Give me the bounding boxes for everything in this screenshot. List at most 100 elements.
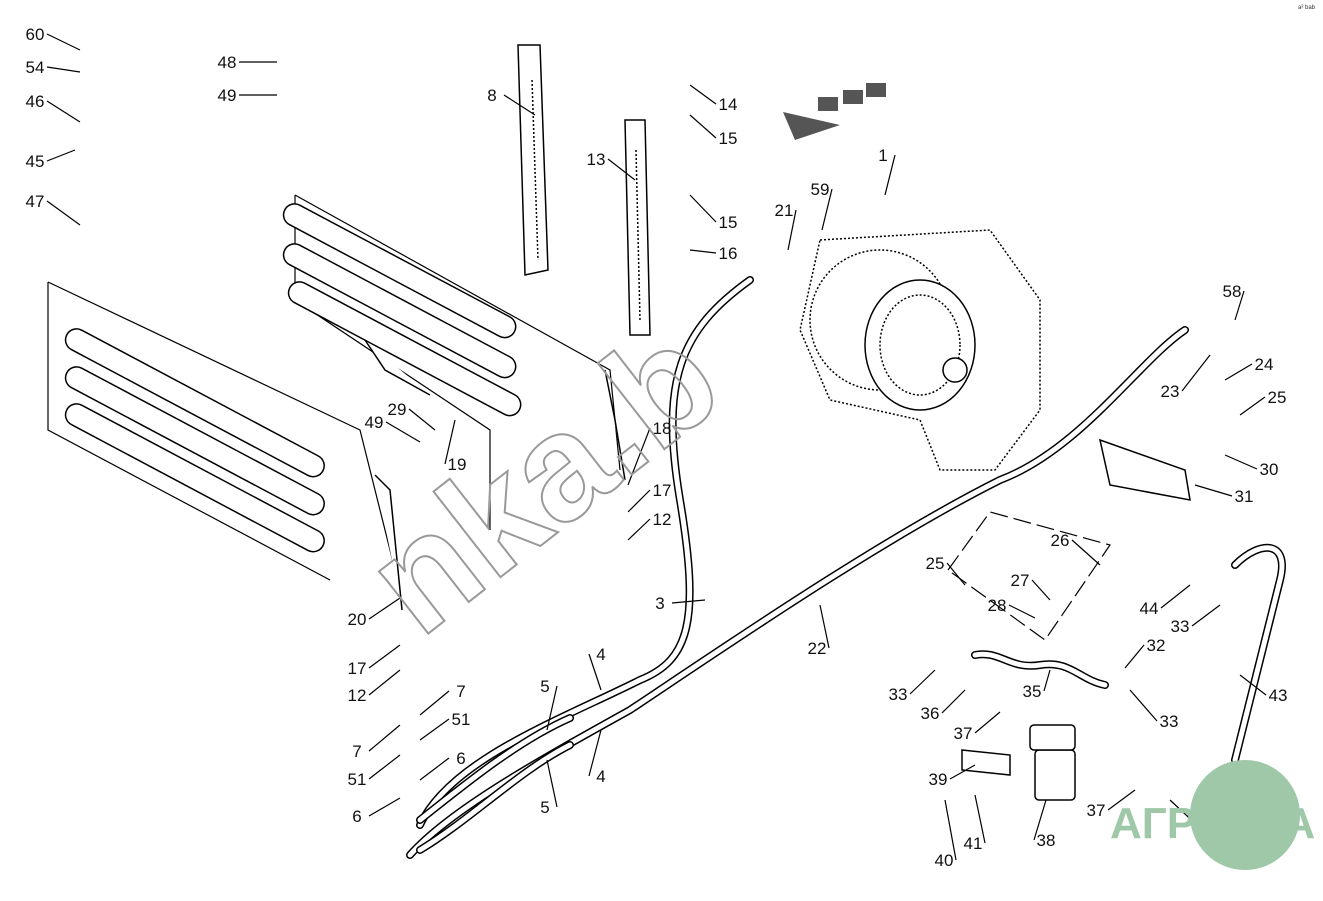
callout-label: 58: [1223, 282, 1242, 301]
callout-label: 30: [1260, 460, 1279, 479]
callout-label: 13: [587, 150, 606, 169]
leader-line: [368, 644, 401, 669]
callout-label: 29: [388, 400, 407, 419]
radiator-front: [47, 281, 403, 611]
leader-line: [588, 729, 602, 777]
callout-label: 51: [348, 770, 367, 789]
callout-label: 22: [808, 639, 827, 658]
logo-text: АГРОТКА: [1110, 799, 1315, 848]
leader-line: [588, 653, 602, 691]
leader-line: [1239, 396, 1266, 416]
callout-label: 7: [456, 682, 465, 701]
leader-line: [1033, 799, 1047, 841]
leader-line: [1031, 579, 1051, 601]
callout-label: 6: [456, 749, 465, 768]
callout-label: 38: [1037, 831, 1056, 850]
leader-line: [949, 764, 976, 780]
leader-line: [385, 421, 421, 443]
callout-label: 12: [653, 510, 672, 529]
callout-label: 25: [1268, 388, 1287, 407]
callout-label: 40: [935, 851, 954, 870]
leader-line: [607, 158, 636, 181]
leader-line: [368, 754, 401, 780]
leader-line: [419, 690, 450, 716]
callout-label: 3: [655, 594, 664, 613]
callout-label: 19: [448, 455, 467, 474]
leader-line: [368, 669, 401, 696]
callout-label: 59: [811, 180, 830, 199]
radiator-rear: [282, 194, 626, 530]
leader-line: [946, 562, 966, 586]
callout-label: 33: [1160, 712, 1179, 731]
leader-line: [1181, 354, 1211, 392]
callout-label: 6: [352, 807, 361, 826]
leader-line: [884, 154, 896, 196]
callout-label: 20: [348, 610, 367, 629]
leader-line: [503, 94, 536, 116]
callout-label: 36: [921, 704, 940, 723]
leader-line: [419, 718, 450, 741]
leader-line: [1224, 363, 1253, 381]
leader-line: [408, 408, 436, 431]
leader-line: [1194, 484, 1233, 497]
leader-line: [46, 149, 76, 162]
callout-label: 12: [348, 686, 367, 705]
bracket-8: [517, 44, 549, 276]
callout-label: 41: [964, 834, 983, 853]
leader-line: [627, 518, 651, 541]
leader-line: [1107, 789, 1136, 811]
hoses: [406, 276, 1286, 859]
leader-line: [1008, 604, 1036, 619]
callout-label: 60: [26, 25, 45, 44]
callout-label: 37: [954, 724, 973, 743]
callout-label: 31: [1235, 487, 1254, 506]
leader-line: [689, 114, 717, 139]
leader-line: [368, 597, 401, 620]
callout-label: 49: [365, 413, 384, 432]
leader-line: [419, 757, 450, 781]
leader-line: [627, 489, 651, 513]
leader-line: [944, 799, 957, 861]
leader-line: [787, 209, 797, 251]
leader-line: [689, 194, 717, 223]
callout-label: 33: [889, 685, 908, 704]
callout-label: 4: [596, 645, 605, 664]
leader-line: [974, 794, 986, 844]
detail-frame: [947, 511, 1111, 641]
leader-line: [941, 689, 966, 714]
leader-line: [627, 427, 651, 486]
callout-label: 46: [26, 92, 45, 111]
leader-line: [1129, 689, 1158, 722]
callout-label: 49: [218, 86, 237, 105]
leader-line: [974, 711, 1001, 734]
bracket-13: [624, 119, 651, 336]
callout-label: 4: [596, 767, 605, 786]
callout-label: 17: [348, 659, 367, 678]
leader-line: [689, 249, 717, 254]
callout-label: 45: [26, 152, 45, 171]
callout-label: 37: [1087, 801, 1106, 820]
corner-code: a² bab: [1298, 5, 1316, 11]
leader-line: [368, 724, 401, 752]
leader-line: [46, 100, 81, 123]
callout-label: 26: [1051, 531, 1070, 550]
leader-line: [546, 759, 558, 808]
callout-label: 47: [26, 192, 45, 211]
leader-line: [671, 599, 706, 604]
callout-label: 28: [988, 596, 1007, 615]
callout-label: 48: [218, 53, 237, 72]
callout-label: 32: [1147, 636, 1166, 655]
callout-label: 33: [1171, 617, 1190, 636]
callout-label: 7: [352, 742, 361, 761]
leader-line: [1160, 584, 1191, 609]
callout-label: 44: [1140, 599, 1159, 618]
callout-label: 21: [775, 201, 794, 220]
leader-line: [1124, 644, 1145, 669]
leader-line: [1224, 454, 1258, 470]
filter-38: [961, 724, 1076, 801]
callout-label: 16: [719, 244, 738, 263]
leader-line: [819, 604, 830, 649]
callout-label: 39: [929, 770, 948, 789]
callout-label: 15: [719, 213, 738, 232]
